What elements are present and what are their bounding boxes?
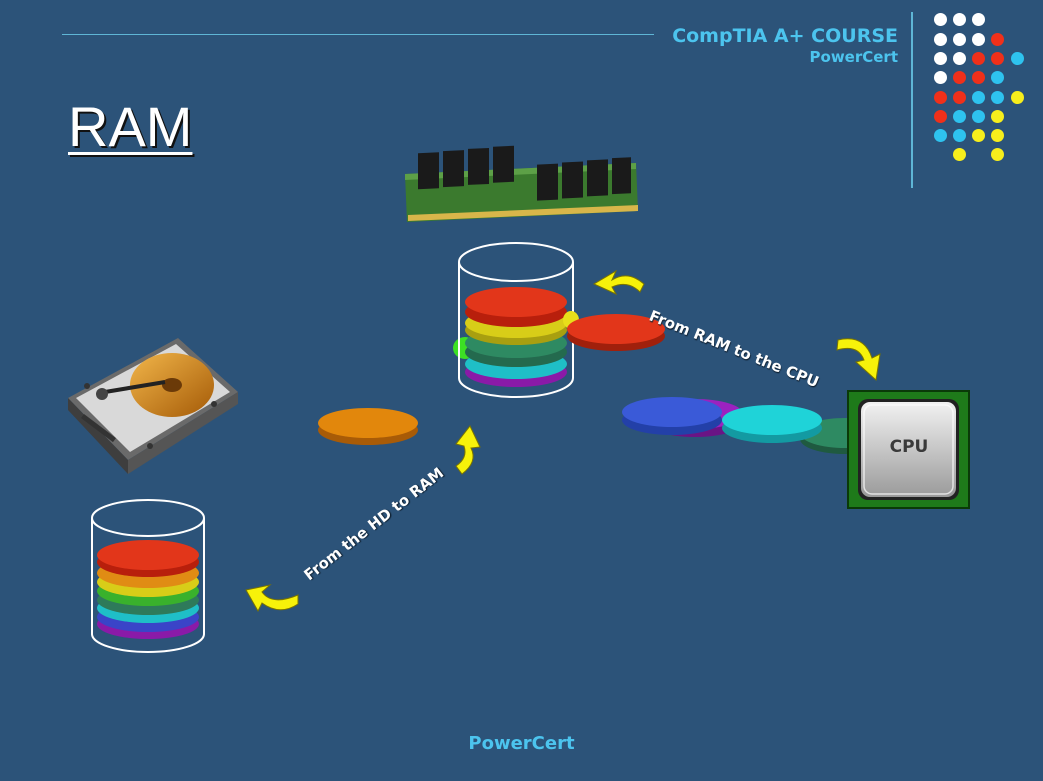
dot	[934, 129, 947, 142]
dot	[953, 91, 966, 104]
arrow-to-ram-icon	[592, 269, 645, 296]
hard-drive-icon	[68, 338, 238, 474]
dot	[934, 33, 947, 46]
dot	[991, 129, 1004, 142]
dot	[991, 148, 1004, 161]
dot	[934, 13, 947, 26]
ram-data-cylinder	[453, 242, 579, 398]
dot	[972, 110, 985, 123]
dot	[934, 71, 947, 84]
slide-title: RAM	[68, 95, 193, 158]
data-disk-red	[567, 314, 665, 351]
footer-brand: PowerCert	[468, 733, 575, 754]
dot	[953, 33, 966, 46]
arrow-up-to-ram-icon	[455, 425, 481, 475]
dot	[1011, 91, 1024, 104]
dot	[934, 91, 947, 104]
hard-drive-data-cylinder	[91, 499, 205, 653]
dot	[991, 52, 1004, 65]
dot	[991, 33, 1004, 46]
dot	[972, 52, 985, 65]
dot	[991, 110, 1004, 123]
dot	[972, 13, 985, 26]
dot	[991, 71, 1004, 84]
dot	[953, 129, 966, 142]
header-divider-line	[62, 34, 654, 35]
dot	[972, 71, 985, 84]
arrow-to-cpu-icon	[836, 338, 881, 381]
data-disks-to-cpu	[622, 397, 890, 454]
course-title: CompTIA A+ COURSE	[672, 25, 898, 47]
cpu-label: CPU	[890, 437, 929, 457]
dot	[972, 129, 985, 142]
dot	[972, 91, 985, 104]
dot	[953, 71, 966, 84]
dot	[934, 110, 947, 123]
course-subtitle: PowerCert	[809, 48, 898, 66]
cpu-chip-icon: CPU	[847, 390, 970, 509]
header-vertical-line	[911, 12, 913, 188]
dot	[1011, 52, 1024, 65]
dot	[953, 148, 966, 161]
arrow-hd-from-ram-icon	[245, 584, 299, 613]
dot	[953, 110, 966, 123]
data-disk-orange	[318, 408, 418, 445]
dot	[953, 13, 966, 26]
ram-module-icon	[405, 145, 638, 222]
dot	[953, 52, 966, 65]
dot	[972, 33, 985, 46]
dot	[934, 52, 947, 65]
dot	[991, 91, 1004, 104]
